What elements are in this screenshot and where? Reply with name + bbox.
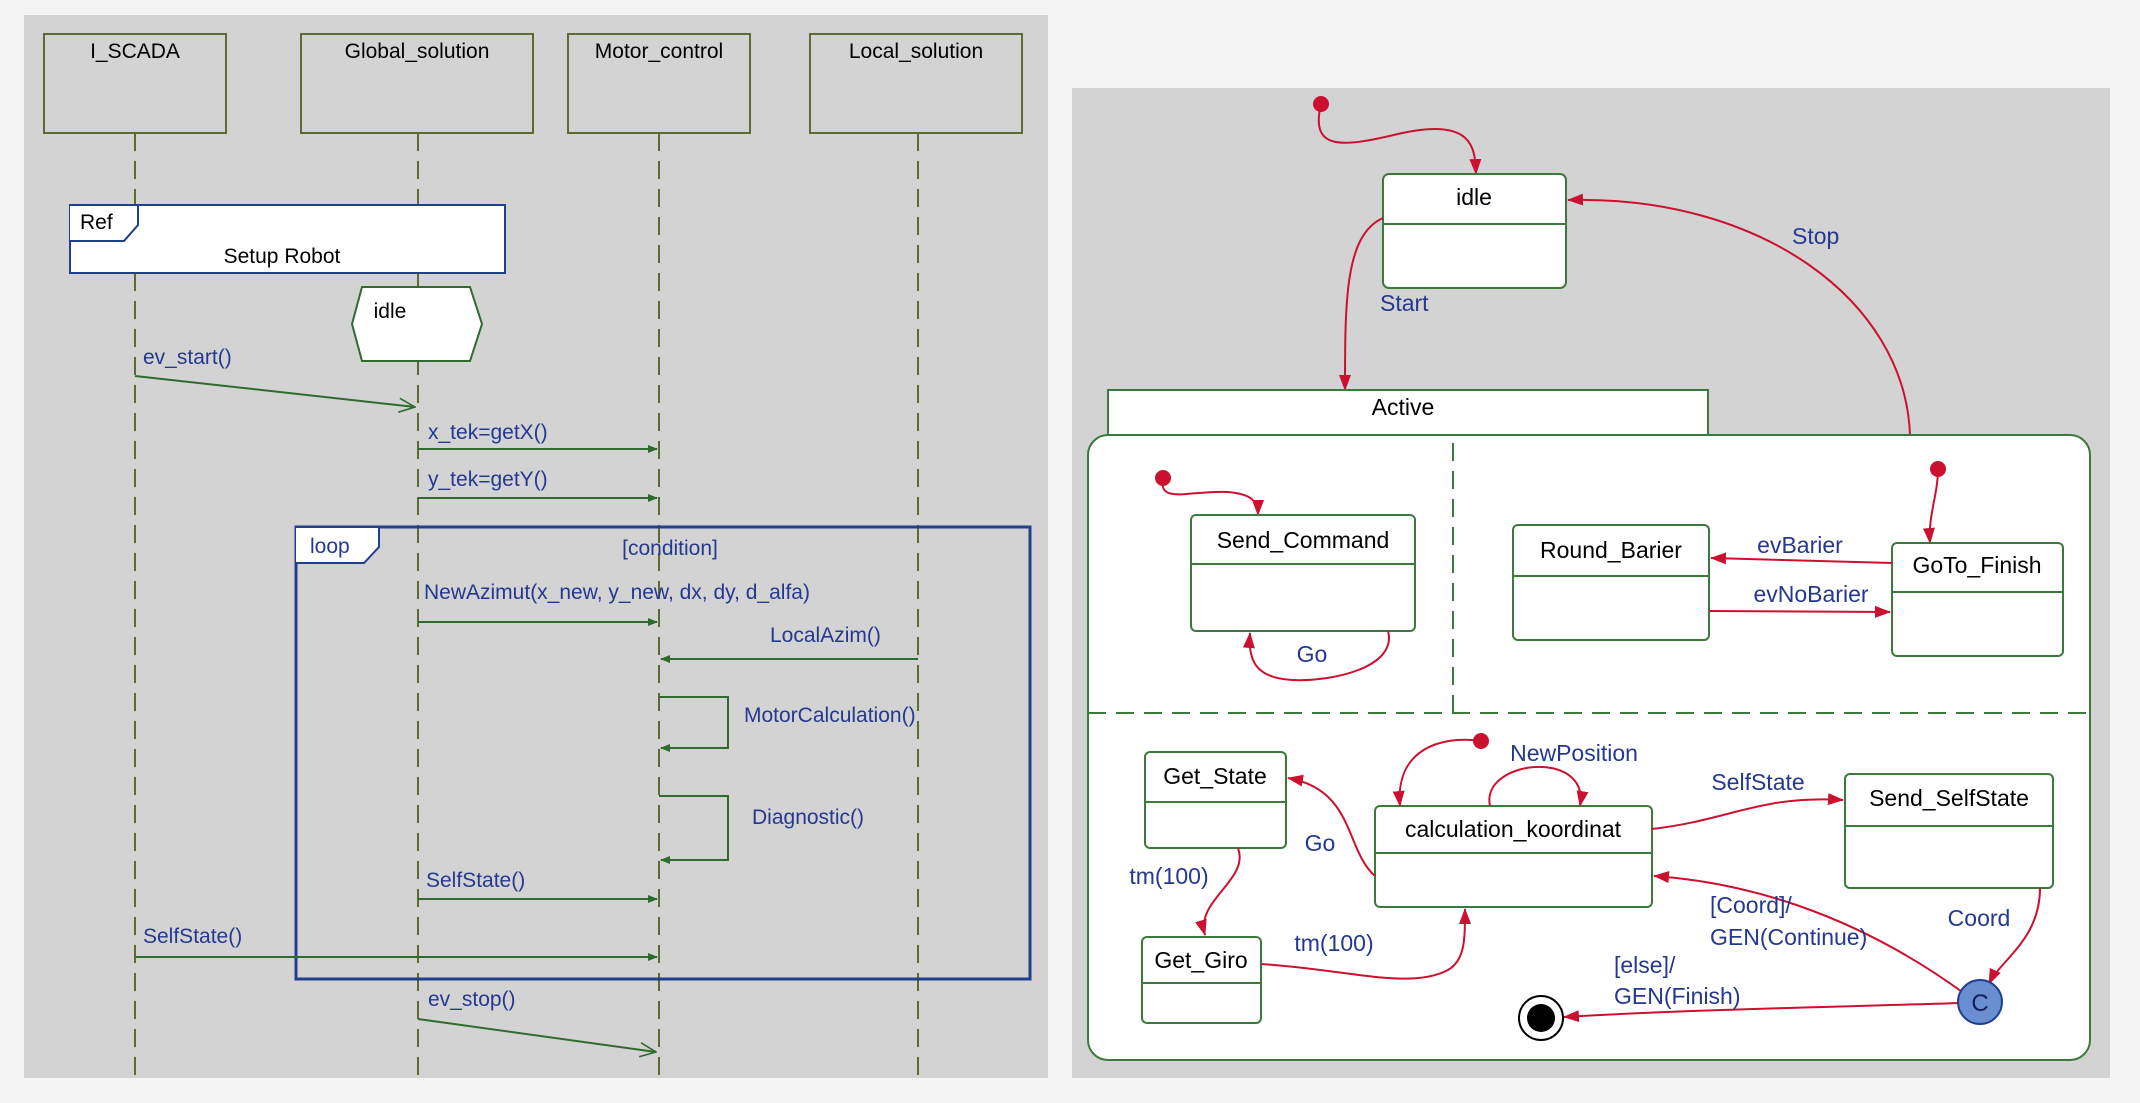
message-y-tek[interactable]: y_tek=getY() [418,468,658,502]
final-state[interactable] [1518,995,1564,1041]
state-label: Send_Command [1217,527,1390,553]
transition-gen-continue-label: GEN(Continue) [1710,924,1867,950]
message-label: SelfState() [426,869,525,892]
ref-frame[interactable]: Ref Setup Robot [69,204,506,274]
lifeline-local-solution[interactable]: Local_solution [809,33,1023,134]
transition-gen-finish[interactable] [1563,1002,1962,1023]
connector-label: C [1971,990,1988,1017]
transition-coord-guard-label: [Coord]/ [1710,892,1792,918]
state-invariant-idle[interactable]: idle [350,286,484,362]
state-goto-finish[interactable]: GoTo_Finish [1891,542,2064,657]
state-active-label: Active [1372,394,1435,420]
transition-new-position-label: NewPosition [1510,740,1638,766]
transition-go-calc-label: Go [1305,830,1336,856]
loop-frame-tag: loop [310,535,350,558]
transition-tm100-a[interactable] [1195,847,1241,936]
transition-stop[interactable] [1567,193,1911,436]
transition-go-calc[interactable] [1287,774,1376,877]
transition-gen-finish-label: GEN(Finish) [1614,983,1741,1009]
state-send-command[interactable]: Send_Command [1190,514,1416,632]
state-invariant-label: idle [374,300,407,323]
transition-gen-continue[interactable] [1653,871,1966,995]
message-label: Diagnostic() [752,806,864,829]
transition-tm100-b[interactable] [1260,908,1471,980]
loop-frame[interactable]: loop [condition] [294,525,1032,981]
state-calculation-koordinat[interactable]: calculation_koordinat [1374,805,1653,908]
message-ev-stop[interactable]: ev_stop() [417,988,656,1052]
loop-frame-guard: [condition] [622,537,718,560]
message-label: LocalAzim() [770,624,881,647]
transition-start-label: Start [1380,290,1429,316]
message-label: SelfState() [143,925,242,948]
state-label: Send_SelfState [1869,785,2029,811]
transition-coord-label: Coord [1948,905,2011,931]
message-self-state-outer[interactable]: SelfState() [135,925,658,961]
statechart: idle Start Stop Active Send_Command Go [1072,88,2110,1078]
transition-ev-no-barier-label: evNoBarier [1753,581,1868,607]
state-round-barier[interactable]: Round_Barier [1512,524,1710,641]
transition-ev-no-barier[interactable] [1708,605,1891,618]
transition-coord[interactable] [1988,887,2041,985]
ref-frame-tag: Ref [80,211,113,234]
message-local-azim[interactable]: LocalAzim() [660,624,918,663]
message-label: ev_stop() [428,988,516,1011]
state-active-tab[interactable]: Active [1107,389,1709,436]
transition-initial-calc [1392,738,1482,807]
ref-frame-label: Setup Robot [224,245,341,268]
transition-initial-goto-finish [1922,468,1939,544]
state-idle[interactable]: idle [1382,173,1567,289]
transition-initial-idle [1317,103,1482,175]
message-label: ev_start() [143,346,232,369]
sequence-diagram: I_SCADA Global_solution Motor_control Lo… [24,15,1048,1078]
state-get-state[interactable]: Get_State [1144,751,1287,849]
message-label: MotorCalculation() [744,704,916,727]
lifeline-label: Local_solution [849,40,983,63]
transition-go-send[interactable] [1242,630,1390,682]
transition-ev-barier[interactable] [1710,552,1893,565]
state-label: idle [1456,184,1492,210]
message-label: y_tek=getY() [428,468,548,491]
state-get-giro[interactable]: Get_Giro [1141,936,1262,1024]
state-label: GoTo_Finish [1912,552,2041,578]
transition-tm100-b-label: tm(100) [1294,930,1373,956]
transition-start[interactable] [1339,217,1384,391]
state-label: calculation_koordinat [1405,816,1622,842]
transition-new-position[interactable] [1488,765,1589,807]
message-label: x_tek=getX() [428,421,548,444]
message-motor-calculation[interactable]: MotorCalculation() [659,696,916,752]
state-send-selfstate[interactable]: Send_SelfState [1844,773,2054,889]
message-self-state-inner[interactable]: SelfState() [418,869,658,903]
lifeline-label: Global_solution [345,40,490,63]
transition-go-send-label: Go [1297,641,1328,667]
state-label: Get_State [1163,763,1267,789]
lifeline-label: I_SCADA [90,40,180,63]
state-label: Get_Giro [1154,947,1247,973]
transition-initial-send-command [1161,477,1264,516]
transition-self-state-label: SelfState [1711,769,1804,795]
message-ev-start[interactable]: ev_start() [134,346,415,407]
transition-stop-label: Stop [1792,223,1839,249]
message-label: NewAzimut(x_new, y_new, dx, dy, d_alfa) [424,581,810,604]
transition-self-state[interactable] [1651,793,1844,830]
lifeline-label: Motor_control [595,40,723,63]
message-diagnostic[interactable]: Diagnostic() [659,795,864,864]
message-x-tek[interactable]: x_tek=getX() [418,421,658,453]
sequence-panel [24,15,1048,1078]
transition-tm100-a-label: tm(100) [1129,863,1208,889]
state-label: Round_Barier [1540,537,1682,563]
transition-ev-barier-label: evBarier [1757,532,1843,558]
condition-connector[interactable]: C [1957,979,2003,1025]
transition-else-guard-label: [else]/ [1614,952,1676,978]
message-new-azimut[interactable]: NewAzimut(x_new, y_new, dx, dy, d_alfa) [418,581,810,626]
